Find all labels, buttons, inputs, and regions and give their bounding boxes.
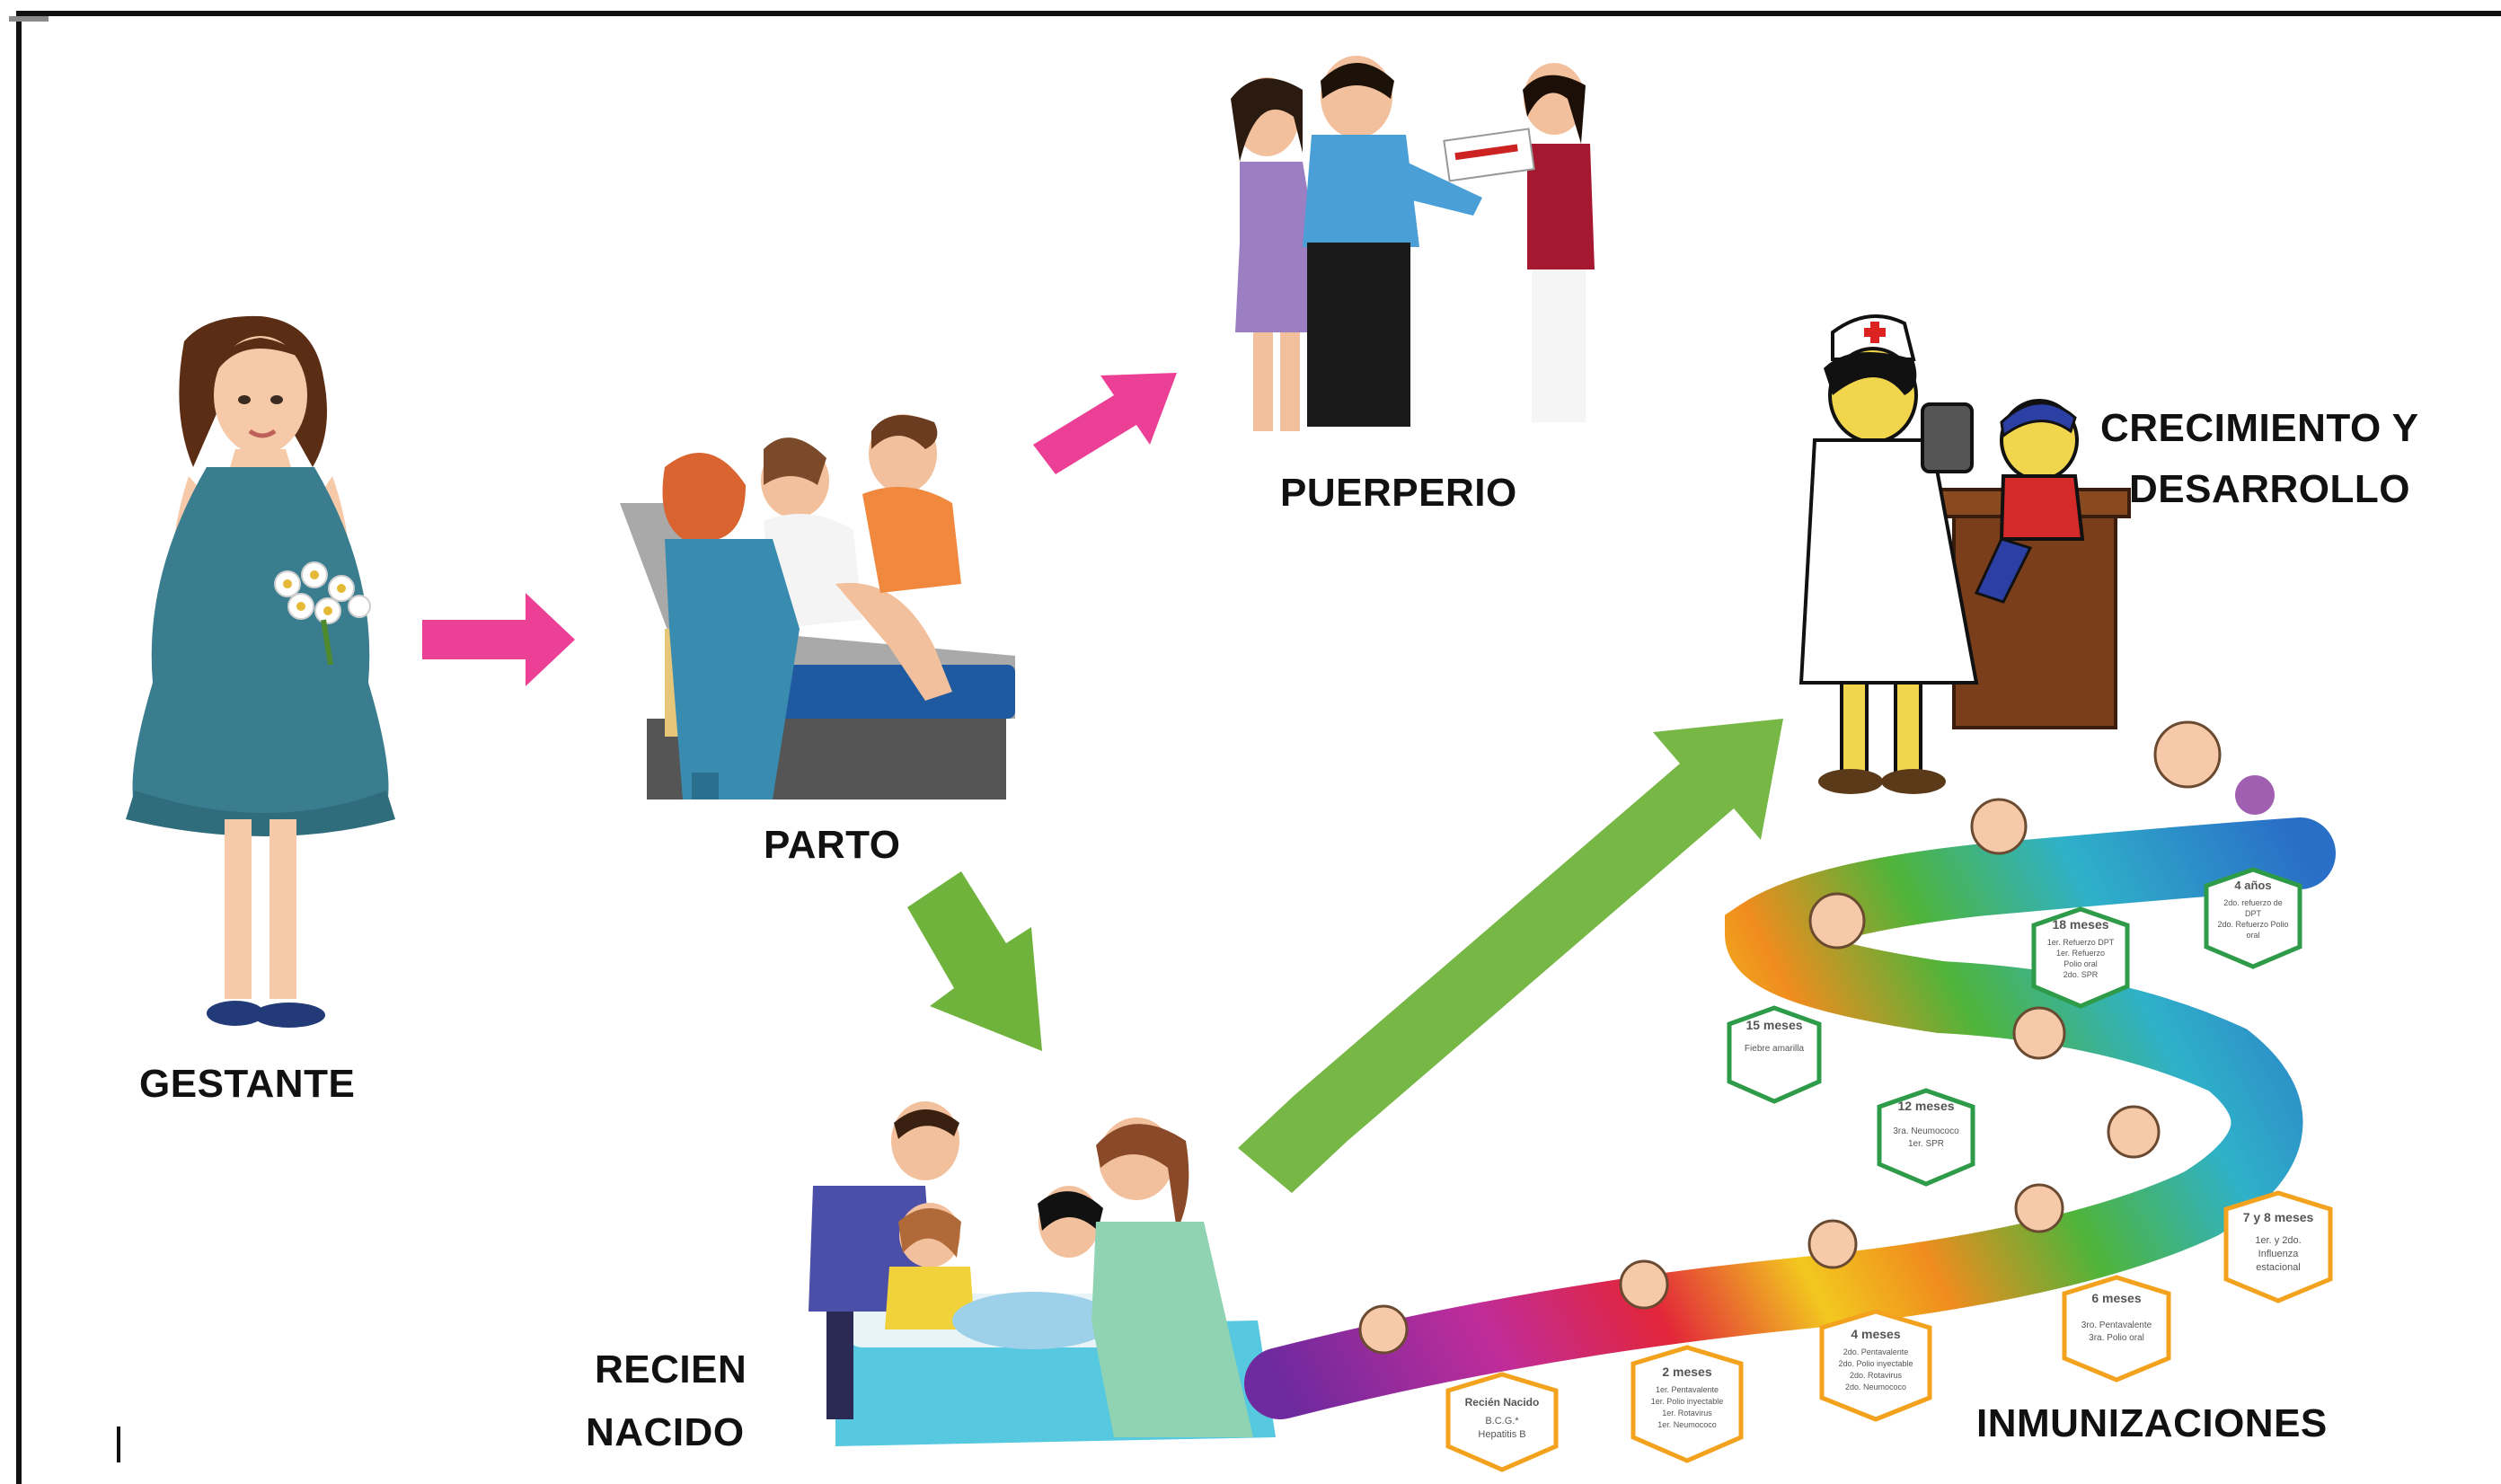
svg-text:1er. Polio inyectable: 1er. Polio inyectable: [1651, 1397, 1724, 1406]
svg-text:4 meses: 4 meses: [1851, 1327, 1900, 1341]
label-crecimiento-line1: CRECIMIENTO Y: [2100, 406, 2419, 450]
label-recien-line2: NACIDO: [586, 1410, 745, 1454]
vaccine-badge-7-y-8-meses: 7 y 8 meses 1er. y 2do. Influenza estaci…: [2223, 1190, 2333, 1303]
vaccine-badge-4-meses: 4 meses 2do. Pentavalente 2do. Polio iny…: [1819, 1309, 1932, 1422]
svg-text:2do. Refuerzo Polio: 2do. Refuerzo Polio: [2217, 920, 2288, 929]
svg-text:2do. Pentavalente: 2do. Pentavalente: [1843, 1347, 1909, 1356]
svg-text:2do. Rotavirus: 2do. Rotavirus: [1850, 1371, 1903, 1380]
label-recien-line1: RECIEN: [595, 1347, 747, 1391]
arrow-gestante-to-parto: [422, 593, 575, 686]
svg-text:Hepatitis B: Hepatitis B: [1478, 1429, 1525, 1440]
svg-text:6 meses: 6 meses: [2091, 1291, 2141, 1305]
svg-text:15 meses: 15 meses: [1745, 1018, 1802, 1032]
svg-text:Recién Nacido: Recién Nacido: [1465, 1396, 1540, 1409]
svg-text:2do. Neumococo: 2do. Neumococo: [1845, 1382, 1906, 1391]
label-parto: PARTO: [764, 823, 901, 867]
frame-corner-mark: [9, 16, 49, 22]
svg-text:B.C.G.*: B.C.G.*: [1485, 1416, 1519, 1427]
svg-text:7 y 8 meses: 7 y 8 meses: [2243, 1210, 2314, 1224]
svg-text:1er. Neumococo: 1er. Neumococo: [1657, 1420, 1717, 1429]
label-crecimiento-line2: DESARROLLO: [2129, 467, 2410, 511]
svg-text:18 meses: 18 meses: [2052, 917, 2108, 932]
vaccination-path-illustration: [1244, 720, 2336, 1419]
vaccine-badge-12-meses: 12 meses 3ra. Neumococo 1er. SPR: [1877, 1088, 1975, 1187]
arrow-recien-nacido-to-crecimiento: [1238, 719, 1783, 1193]
pregnant-woman-illustration: [126, 315, 395, 1028]
vaccine-badge-15-meses: 15 meses Fiebre amarilla: [1727, 1005, 1822, 1104]
svg-text:12 meses: 12 meses: [1897, 1099, 1954, 1113]
svg-text:1er. Refuerzo DPT: 1er. Refuerzo DPT: [2047, 938, 2115, 947]
svg-text:3ro. Pentavalente: 3ro. Pentavalente: [2081, 1321, 2152, 1330]
arrow-parto-to-puerperio: [1033, 373, 1177, 474]
svg-text:1er. y 2do.: 1er. y 2do.: [2255, 1235, 2301, 1246]
label-gestante: GESTANTE: [139, 1062, 356, 1106]
svg-text:Influenza: Influenza: [2258, 1249, 2300, 1259]
svg-text:3ra. Polio oral: 3ra. Polio oral: [2089, 1333, 2144, 1343]
newborn-hospital-illustration: [809, 1101, 1276, 1446]
svg-text:Polio oral: Polio oral: [2064, 959, 2098, 968]
vaccine-badge-2-meses: 2 meses 1er. Pentavalente 1er. Polio iny…: [1631, 1345, 1744, 1463]
svg-text:1er. SPR: 1er. SPR: [1908, 1139, 1944, 1149]
vaccine-badge-6-meses: 6 meses 3ro. Pentavalente 3ra. Polio ora…: [2062, 1275, 2171, 1382]
nurse-with-child-illustration: [1798, 314, 2131, 794]
text-cursor-mark: [117, 1427, 120, 1462]
svg-text:Fiebre amarilla: Fiebre amarilla: [1745, 1044, 1805, 1054]
arrow-parto-to-recien-nacido: [907, 871, 1042, 1051]
vaccine-badge-recien-nacido: Recién Nacido B.C.G.* Hepatitis B: [1445, 1372, 1559, 1472]
document-frame: [16, 11, 2501, 1484]
svg-text:2do. SPR: 2do. SPR: [2064, 970, 2099, 979]
family-with-nurse-illustration: [1231, 56, 1595, 431]
svg-text:1er. Refuerzo: 1er. Refuerzo: [2056, 949, 2105, 958]
delivery-room-illustration: [620, 414, 1015, 799]
svg-text:estacional: estacional: [2256, 1262, 2301, 1273]
label-puerperio: PUERPERIO: [1280, 471, 1517, 515]
svg-text:oral: oral: [2246, 931, 2259, 940]
vaccine-badge-4-anos: 4 años 2do. refuerzo de DPT 2do. Refuerz…: [2204, 867, 2302, 969]
label-inmunizaciones: INMUNIZACIONES: [1976, 1401, 2328, 1445]
svg-text:1er. Pentavalente: 1er. Pentavalente: [1656, 1385, 1719, 1394]
svg-text:2do. Polio inyectable: 2do. Polio inyectable: [1838, 1359, 1913, 1368]
svg-text:1er. Rotavirus: 1er. Rotavirus: [1662, 1409, 1712, 1418]
vaccine-badge-18-meses: 18 meses 1er. Refuerzo DPT 1er. Refuerzo…: [2031, 906, 2130, 1009]
svg-text:2 meses: 2 meses: [1662, 1365, 1711, 1379]
svg-text:3ra. Neumococo: 3ra. Neumococo: [1893, 1126, 1959, 1136]
svg-text:4 años: 4 años: [2234, 879, 2271, 892]
svg-text:DPT: DPT: [2245, 909, 2262, 918]
svg-text:2do. refuerzo de: 2do. refuerzo de: [2223, 898, 2283, 907]
